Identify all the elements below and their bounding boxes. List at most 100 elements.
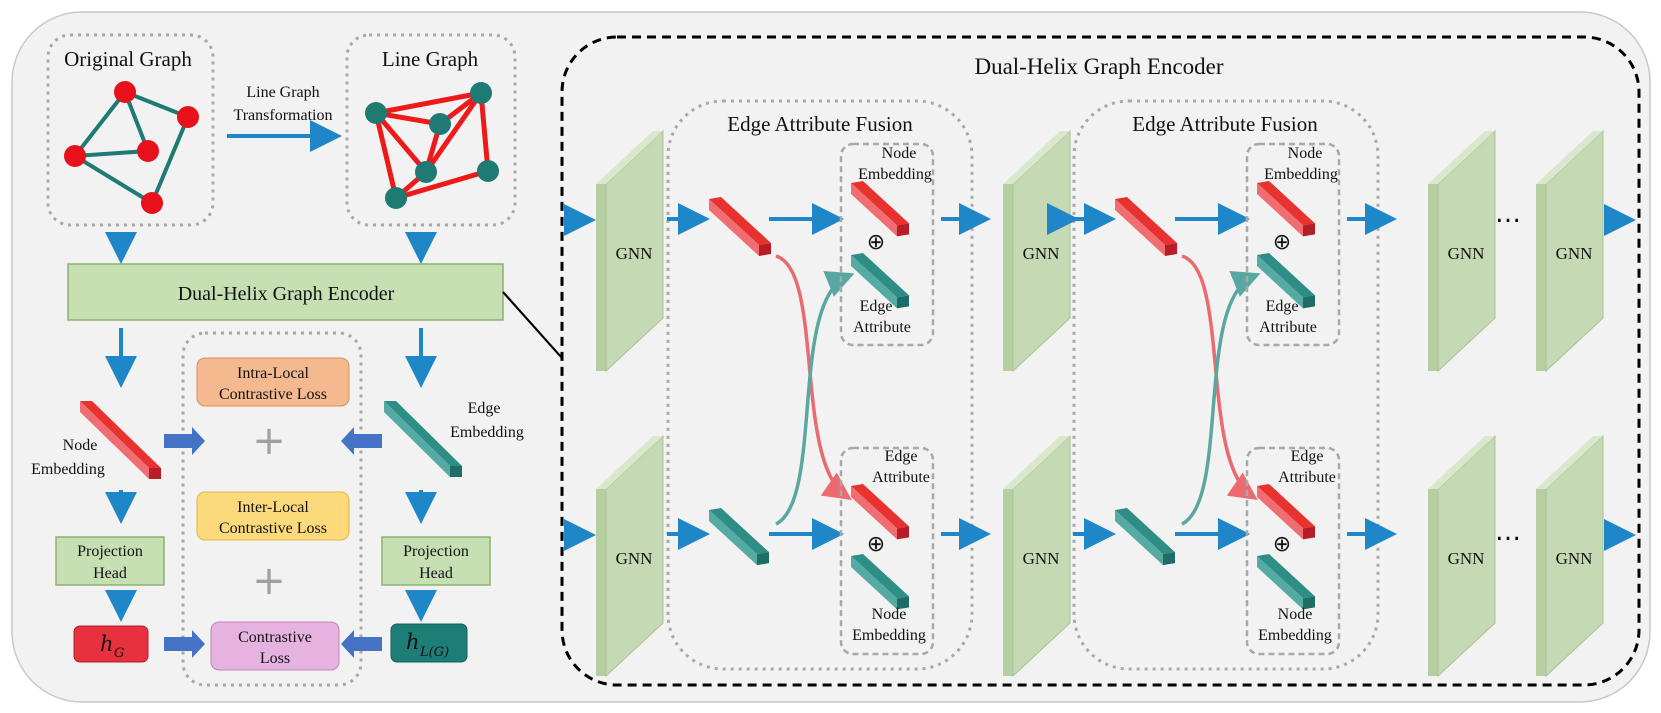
fusion-2-bottom-edge-bar-top xyxy=(1257,554,1315,599)
gnn-bottom-2-top xyxy=(1003,436,1070,489)
fusion-layer: ……NodeEmbedding⊕EdgeAttributeEdgeAttribu… xyxy=(564,142,1636,656)
gnn-top-1-side xyxy=(596,184,606,371)
zoom-line-bottom xyxy=(502,291,563,359)
fusion-2-bottom-edge-label-1: Edge xyxy=(1291,448,1324,465)
fusion-2-node-emb xyxy=(1115,197,1177,256)
fusion-1-cross-teal xyxy=(775,271,855,526)
fusion-2-top-node-label-2: Embedding xyxy=(1264,166,1338,183)
fusion-title-2: Edge Attribute Fusion xyxy=(1132,112,1318,136)
fusion-1-bottom-node-bar-end xyxy=(897,526,909,540)
gnn-bottom-1-top xyxy=(596,436,663,489)
gnn-top-1-face xyxy=(605,129,664,373)
fusion-2-node-emb-end xyxy=(1165,243,1177,256)
fusion-1-bottom-edge-bar-top xyxy=(851,554,909,599)
fusion-2-bottom-node-bar-end xyxy=(1303,526,1315,540)
h-lg-box xyxy=(390,623,468,663)
fusion-1-bottom-edge-label-2: Attribute xyxy=(872,469,930,486)
fusion-2-bottom-edge-bar-side xyxy=(1257,556,1303,610)
fusion-2-top-oplus: ⊕ xyxy=(1273,230,1291,255)
fusion-1-bottom-edge-label-1: Edge xyxy=(885,448,918,465)
fusion-2-top-edge-bar-top xyxy=(1257,253,1315,298)
encoder-label: Dual-Helix Graph Encoder xyxy=(178,283,395,305)
fusion-2-top-edge-label-1: Edge xyxy=(1266,298,1299,315)
fusion-2-node-emb-side xyxy=(1115,199,1165,256)
fusion-2-bottom-node-label-2: Embedding xyxy=(1258,627,1332,644)
projection-head-left-label-1: Projection xyxy=(77,543,143,560)
gnn-top-4-top xyxy=(1536,131,1603,184)
fusion-1-inner-box-top xyxy=(839,142,935,347)
line-graph-title: Line Graph xyxy=(382,47,479,71)
projection-head-right-label-2: Head xyxy=(419,565,453,582)
fusion-2-top-node-bar-end xyxy=(1303,223,1315,237)
fusion-1-top-node-bar-side xyxy=(851,183,897,237)
fusion-1-top-node-label-1: Node xyxy=(882,145,917,162)
fusion-2-bottom-node-label-1: Node xyxy=(1278,606,1313,623)
fusion-2-top-edge-bar-side xyxy=(1257,255,1303,309)
gnn-top-3-side xyxy=(1428,184,1438,371)
fusion-2-top-node-bar-side xyxy=(1257,183,1303,237)
fusion-1-top-node-bar-top xyxy=(851,181,909,226)
fusion-2-inner-box-top xyxy=(1245,142,1341,347)
fusion-2-edge-emb-side xyxy=(1115,510,1163,566)
ellipsis-top: … xyxy=(1495,199,1521,229)
fusion-1-top-edge-bar xyxy=(851,253,909,309)
gnn-top-3-label: GNN xyxy=(1448,244,1485,263)
fusion-2-top-node-bar-top xyxy=(1257,181,1315,226)
inter-loss-box xyxy=(196,491,350,541)
fusion-2-bottom-node-bar-side xyxy=(1257,486,1303,540)
fusion-1-top-node-bar-end xyxy=(897,223,909,237)
fusion-box-2 xyxy=(1072,99,1380,671)
transformation-label-1: Line Graph xyxy=(246,84,319,101)
fusion-1-top-node-label-2: Embedding xyxy=(858,166,932,183)
gnn-top-3-top xyxy=(1428,131,1495,184)
gnn-top-3: GNN xyxy=(1428,129,1496,373)
block-arrow-left-bottom xyxy=(164,630,205,658)
h-g-box xyxy=(73,625,149,663)
gnn-top-2-top xyxy=(1003,131,1070,184)
fusion-1-top-node-bar xyxy=(851,181,909,237)
fusion-1-bottom-edge-bar-side xyxy=(851,556,897,610)
fusion-1-top-oplus: ⊕ xyxy=(867,230,885,255)
fusion-2-edge-emb xyxy=(1115,508,1175,566)
gnn-bottom-4: GNN xyxy=(1536,434,1604,678)
fusion-1-node-emb-side xyxy=(709,199,759,256)
h-g-sub: G xyxy=(114,646,124,661)
projection-head-left xyxy=(55,536,165,586)
gnn-bottom-2-side xyxy=(1003,489,1013,676)
dual-helix-title: Dual-Helix Graph Encoder xyxy=(974,54,1223,79)
node-embedding-label-2: Embedding xyxy=(31,461,105,478)
fusion-2-top-edge-label-2: Attribute xyxy=(1259,319,1317,336)
edge-embedding-label-1: Edge xyxy=(468,400,501,417)
gnn-bottom-1-label: GNN xyxy=(616,549,653,568)
gnn-top-2: GNN xyxy=(1003,129,1071,373)
loss-group-box xyxy=(181,331,363,687)
plus-1: + xyxy=(252,418,286,464)
dual-helix-encoder-box xyxy=(560,35,1641,687)
contrastive-loss-label-1: Contrastive xyxy=(238,629,312,646)
block-arrow-right-bottom xyxy=(341,630,382,658)
fusion-1-bottom-node-label-2: Embedding xyxy=(852,627,926,644)
fusion-1-top-edge-label-2: Attribute xyxy=(853,319,911,336)
gnn-top-1: GNN xyxy=(596,129,664,373)
fusion-2-top-edge-bar xyxy=(1257,253,1315,309)
original-graph-nodes xyxy=(64,81,199,214)
fusion-1-bottom-edge-bar xyxy=(851,554,909,610)
line-graph-box xyxy=(345,33,517,227)
intra-loss-label-2: Contrastive Loss xyxy=(219,386,327,403)
fusion-2-top-edge-bar-end xyxy=(1303,295,1315,309)
fusion-2-cross-teal xyxy=(1181,271,1261,526)
fusion-1-bottom-node-label-1: Node xyxy=(872,606,907,623)
fusion-1-bottom-node-bar-side xyxy=(851,486,897,540)
gnn-top-2-face xyxy=(1012,129,1071,373)
fusion-1-edge-emb-top xyxy=(709,508,769,555)
fusion-2-bottom-edge-bar xyxy=(1257,554,1315,610)
h-lg-sub: L(G) xyxy=(419,645,449,660)
intra-loss-label-1: Intra-Local xyxy=(237,365,310,382)
gnn-top-4-label: GNN xyxy=(1556,244,1593,263)
fusion-2-bottom-oplus: ⊕ xyxy=(1273,532,1291,557)
gnn-top-1-label: GNN xyxy=(616,244,653,263)
fusion-2-node-emb-top xyxy=(1115,197,1177,245)
fusion-2-bottom-node-bar-top xyxy=(1257,484,1315,529)
fusion-2-top-node-label-1: Node xyxy=(1288,145,1323,162)
